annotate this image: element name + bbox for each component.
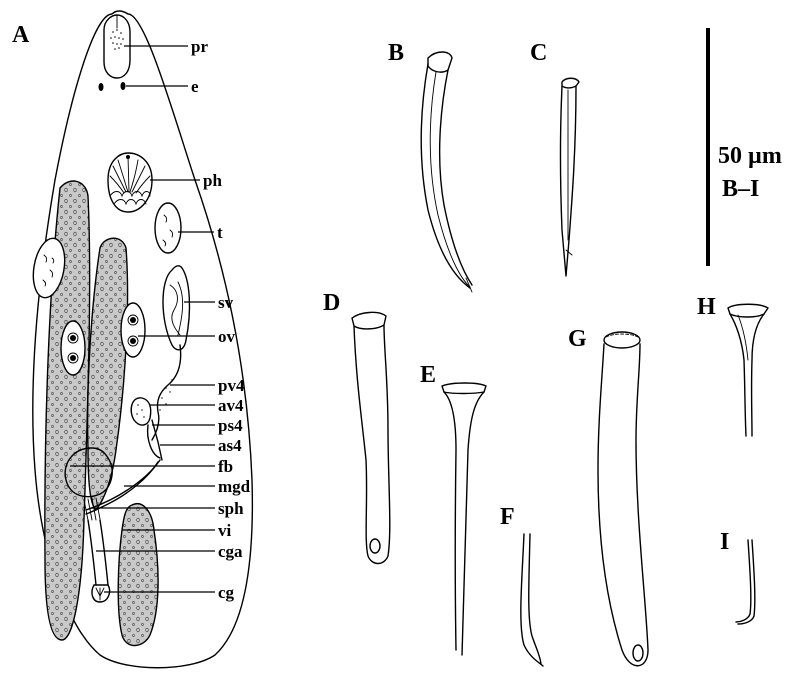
label-ph: ph: [203, 171, 222, 190]
panel-label-d: D: [323, 290, 340, 316]
panel-label-f: F: [500, 504, 515, 530]
copulatory-duct: [151, 344, 182, 441]
label-as4: as4: [218, 436, 242, 455]
scale-bar-value: 50 µm: [718, 143, 782, 169]
genital-atrium: [87, 519, 109, 586]
testis-right: [154, 202, 182, 254]
testis-left-texture: [42, 254, 55, 287]
vitellarium-left: [44, 180, 91, 641]
testis-right-texture: [162, 214, 174, 247]
label-e: e: [191, 77, 199, 96]
testis-left: [32, 237, 66, 299]
panel-i-stylet: [735, 539, 756, 625]
stylet-as4: [146, 424, 161, 459]
scale-bar-panels: B–I: [722, 176, 759, 202]
panel-g-stylet: [597, 331, 649, 667]
panel-h-stylet: [727, 303, 769, 437]
seminal-vesicle: [162, 265, 191, 351]
seminal-vesicle-coil: [169, 281, 184, 336]
accessory-vesicle-stipple: [136, 404, 145, 418]
label-sv: sv: [218, 293, 234, 312]
proboscis: [103, 14, 131, 79]
eye-left: [98, 83, 104, 91]
label-vi: vi: [218, 521, 232, 540]
sphincter: [83, 497, 101, 521]
panel-c-stylet: [559, 77, 580, 277]
panel-a-drawing: [32, 10, 254, 669]
label-av4: av4: [218, 396, 244, 415]
panel-label-a: A: [12, 22, 30, 48]
label-ps4: ps4: [218, 416, 243, 435]
label-t: t: [217, 223, 223, 242]
accessory-vesicle: [130, 397, 152, 426]
leader-lines: [70, 45, 215, 593]
pharynx: [107, 152, 153, 213]
panel-label-g: G: [568, 326, 587, 352]
panel-e-stylet: [441, 382, 487, 656]
label-ov: ov: [218, 327, 236, 346]
label-cga: cga: [218, 542, 243, 561]
vitellarium-middle: [86, 237, 129, 511]
ovary-left: [60, 320, 86, 376]
stylet-ps4: [151, 419, 163, 461]
panel-label-e: E: [420, 362, 436, 388]
label-fb: fb: [218, 457, 233, 476]
panel-label-c: C: [530, 40, 547, 66]
vitellarium-right: [117, 503, 159, 647]
label-cg: cg: [218, 583, 235, 602]
female-bursa: [64, 447, 113, 498]
label-mgd: mgd: [218, 477, 251, 496]
duct-stipple: [159, 379, 173, 411]
panel-d-stylet: [351, 311, 391, 565]
panel-label-b: B: [388, 40, 404, 66]
label-pv4: pv4: [218, 376, 245, 395]
label-sph: sph: [218, 499, 244, 518]
panel-label-i: I: [720, 529, 729, 555]
panel-b-stylet: [420, 51, 473, 293]
ovary-right: [120, 302, 146, 358]
label-pr: pr: [191, 37, 208, 56]
eye-right: [120, 82, 126, 90]
proboscis-papillae: [110, 29, 124, 50]
panel-f-stylet: [520, 533, 544, 667]
panel-label-h: H: [697, 294, 716, 320]
